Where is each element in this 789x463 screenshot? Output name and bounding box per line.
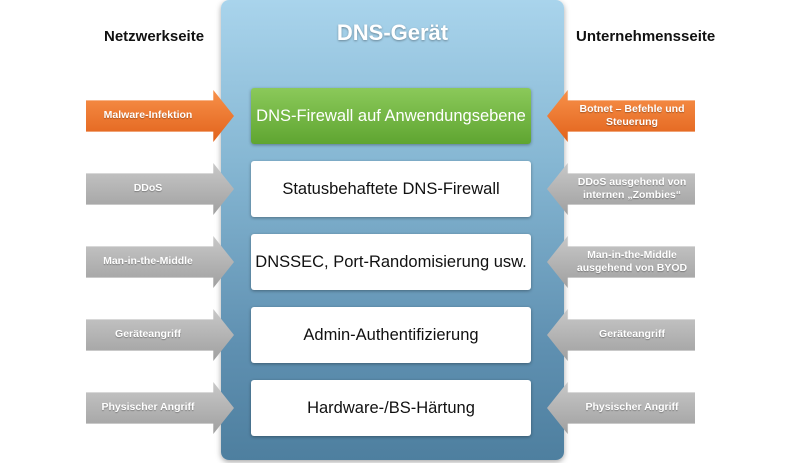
right-arrow-label: Man-in-the-Middle ausgehend von BYOD xyxy=(576,248,688,274)
right-arrow-device-attack: Geräteangriff xyxy=(547,309,695,361)
right-arrow-label: DDoS ausgehend von internen „Zombies“ xyxy=(577,175,687,201)
left-arrow-ddos: DDoS xyxy=(86,163,234,215)
right-arrow-label: Geräteangriff xyxy=(599,328,665,341)
left-arrow-label: Geräteangriff xyxy=(115,328,181,341)
enterprise-side-title: Unternehmensseite xyxy=(576,28,716,45)
right-arrow-physical-attack: Physischer Angriff xyxy=(547,382,695,434)
left-arrow-physical-attack: Physischer Angriff xyxy=(86,382,234,434)
left-arrow-malware: Malware-Infektion xyxy=(86,90,234,142)
layer-hardening: Hardware-/BS-Härtung xyxy=(251,380,531,436)
layer-stateful-firewall: Statusbehaftete DNS-Firewall xyxy=(251,161,531,217)
left-arrow-label: Malware-Infektion xyxy=(103,109,193,122)
right-arrow-botnet: Botnet – Befehle und Steuerung xyxy=(547,90,695,142)
right-arrow-mitm-byod: Man-in-the-Middle ausgehend von BYOD xyxy=(547,236,695,288)
left-arrow-device-attack: Geräteangriff xyxy=(86,309,234,361)
network-side-title: Netzwerkseite xyxy=(104,28,205,45)
right-arrow-label: Botnet – Befehle und Steuerung xyxy=(579,102,685,128)
dns-device-box: DNS-Gerät DNS-Firewall auf Anwendungsebe… xyxy=(221,0,564,460)
layer-application-firewall: DNS-Firewall auf Anwendungsebene xyxy=(251,88,531,144)
layer-admin-auth: Admin-Authentifizierung xyxy=(251,307,531,363)
right-arrow-label: Physischer Angriff xyxy=(585,401,679,414)
right-arrow-ddos-zombies: DDoS ausgehend von internen „Zombies“ xyxy=(547,163,695,215)
left-arrow-label: Physischer Angriff xyxy=(101,401,195,414)
device-title: DNS-Gerät xyxy=(336,20,449,45)
left-arrow-label: Man-in-the-Middle xyxy=(103,255,193,268)
left-arrow-label: DDoS xyxy=(133,182,163,195)
layer-dnssec: DNSSEC, Port-Randomisierung usw. xyxy=(251,234,531,290)
left-arrow-mitm: Man-in-the-Middle xyxy=(86,236,234,288)
